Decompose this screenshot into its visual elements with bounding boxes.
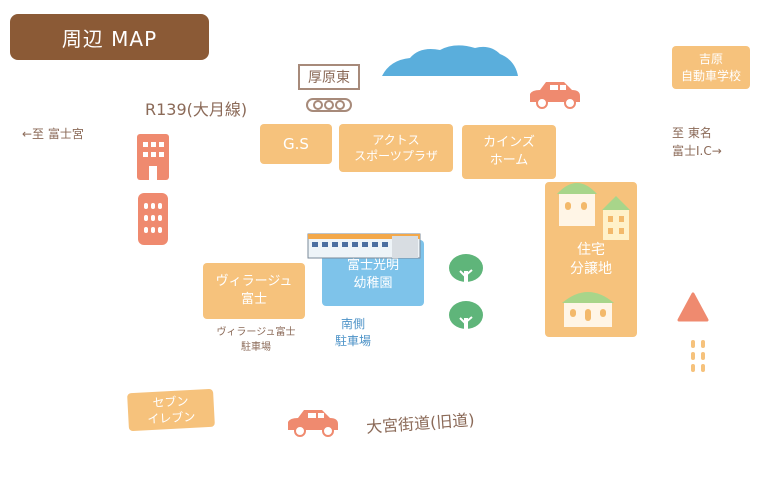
tree-icon (449, 301, 483, 334)
seven-eleven-block: セブン イレブン (127, 388, 215, 432)
map-title: 周辺 MAP (10, 14, 209, 60)
cainz-block: カインズ ホーム (462, 125, 556, 179)
road-label: 大宮街道(旧道) (365, 410, 476, 437)
building-icon (137, 134, 169, 180)
house-icon (602, 196, 630, 240)
tree-icon (449, 254, 483, 287)
actus-block: アクトス スポーツプラザ (339, 124, 453, 172)
kindergarten-building-icon (307, 233, 421, 259)
car-icon (288, 410, 338, 437)
house-icon (557, 183, 597, 226)
route-label: R139(大月線) (145, 100, 248, 119)
village-block: ヴィラージュ 富士 (203, 263, 305, 319)
village-parking-label: ヴィラージュ富士 駐車場 (216, 327, 296, 353)
house-icon (562, 292, 614, 327)
building-icon (138, 193, 168, 245)
car-icon (530, 82, 580, 109)
dots-decoration-icon (691, 340, 705, 372)
direction-east: 至 東名 富士I.C→ (672, 126, 722, 158)
driving-school-block: 吉原 自動車学校 (672, 46, 750, 89)
direction-west: ←至 富士宮 (22, 127, 84, 141)
triangle-marker-icon (677, 292, 709, 322)
train-icon (306, 98, 352, 112)
gas-station-block: G.S (260, 124, 332, 164)
south-parking-label: 南側 駐車場 (334, 317, 371, 348)
station-label: 厚原東 (298, 64, 360, 90)
mountain-icon (382, 45, 518, 76)
